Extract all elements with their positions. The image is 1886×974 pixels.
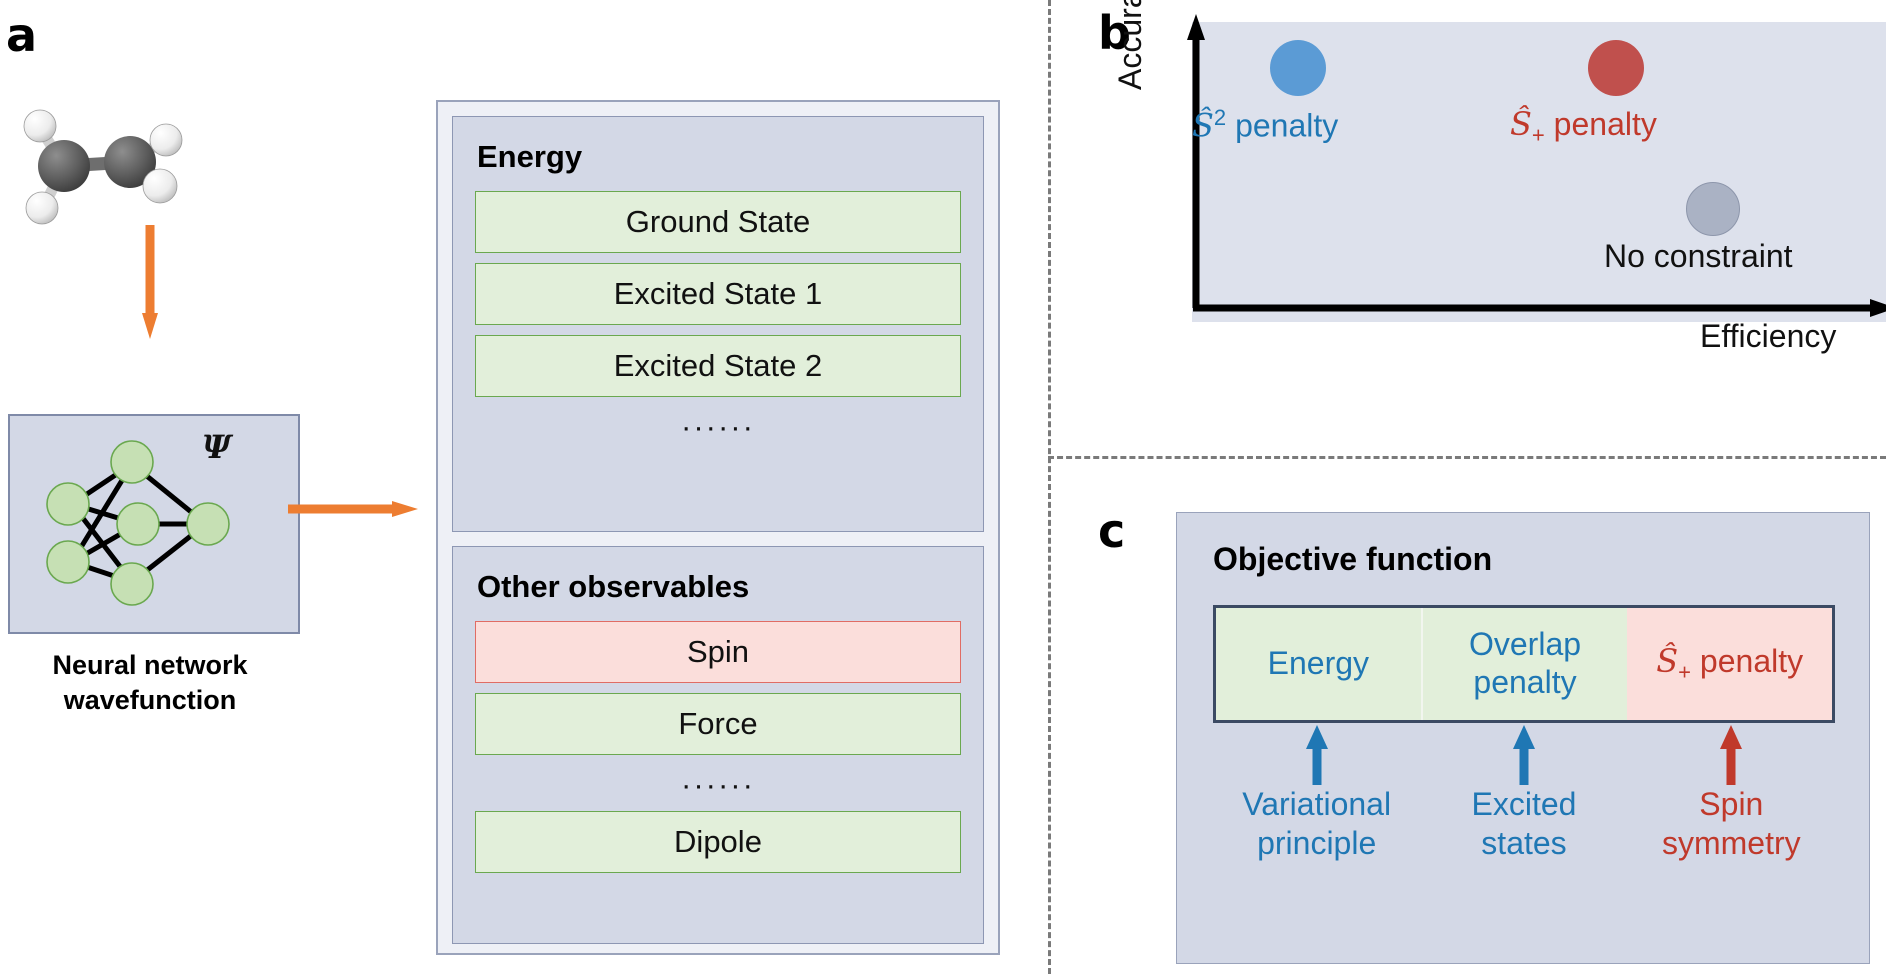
arrow-down-icon — [142, 225, 158, 339]
wavefunction-symbol: Ψ — [202, 428, 232, 466]
observable-row-dipole[interactable]: Dipole — [475, 811, 961, 873]
neural-network-diagram — [46, 440, 230, 606]
data-point-no-constraint[interactable] — [1686, 182, 1740, 236]
other-observables-group: Other observables Spin Force ······ Dipo… — [452, 546, 984, 944]
horizontal-divider — [1048, 456, 1886, 459]
neural-network-caption: Neural network wavefunction — [0, 648, 300, 717]
objective-footers: Variational principle Excited states Spi… — [1213, 785, 1835, 863]
observable-row-force[interactable]: Force — [475, 693, 961, 755]
objective-terms-row: Energy Overlap penalty Ŝ+ penalty — [1213, 605, 1835, 723]
data-point-splus-penalty[interactable] — [1588, 40, 1644, 96]
energy-group: Energy Ground State Excited State 1 Exci… — [452, 116, 984, 532]
footer-spin-symmetry: Spin symmetry — [1661, 786, 1801, 862]
data-point-s2-penalty[interactable] — [1270, 40, 1326, 96]
data-label-no-constraint: No constraint — [1604, 238, 1793, 274]
neural-network-box: Ψ — [8, 414, 300, 634]
panel-label-b: b — [1098, 6, 1131, 60]
observables-card: Energy Ground State Excited State 1 Exci… — [436, 100, 1000, 955]
objective-term-overlap-penalty[interactable]: Overlap penalty — [1422, 608, 1628, 720]
panel-label-c: c — [1098, 504, 1126, 558]
objective-term-splus-penalty[interactable]: Ŝ+ penalty — [1627, 608, 1833, 720]
x-axis-label: Efficiency — [1700, 318, 1837, 354]
footer-variational-principle: Variational principle — [1242, 786, 1392, 862]
plot-axes — [1187, 14, 1886, 317]
energy-row-ground-state[interactable]: Ground State — [475, 191, 961, 253]
data-label-splus-penalty: Ŝ+ penalty — [1510, 105, 1657, 148]
y-axis-label: Accuracy — [1112, 0, 1148, 90]
objective-term-overlap-penalty-label: Overlap penalty — [1468, 626, 1582, 700]
energy-group-ellipsis: ······ — [681, 409, 755, 444]
panel-label-a: a — [6, 8, 38, 62]
other-observables-title: Other observables — [477, 569, 750, 604]
ethylene-molecule-icon — [23, 109, 183, 225]
objective-function-title: Objective function — [1213, 541, 1493, 577]
arrow-right-icon — [288, 501, 418, 517]
caption-line-2: wavefunction — [63, 684, 237, 715]
data-label-s2-penalty: Ŝ2 penalty — [1192, 105, 1339, 145]
footer-excited-states: Excited states — [1471, 786, 1577, 862]
vertical-divider — [1048, 0, 1051, 974]
objective-function-card: Objective function Energy Overlap penalt… — [1176, 512, 1870, 964]
energy-row-excited-state-1[interactable]: Excited State 1 — [475, 263, 961, 325]
objective-term-energy[interactable]: Energy — [1216, 608, 1423, 720]
caption-line-1: Neural network — [52, 650, 248, 680]
observable-row-spin[interactable]: Spin — [475, 621, 961, 683]
energy-group-title: Energy — [477, 139, 583, 174]
energy-row-excited-state-2[interactable]: Excited State 2 — [475, 335, 961, 397]
other-observables-ellipsis: ······ — [681, 767, 755, 802]
objective-arrows — [1306, 725, 1742, 785]
